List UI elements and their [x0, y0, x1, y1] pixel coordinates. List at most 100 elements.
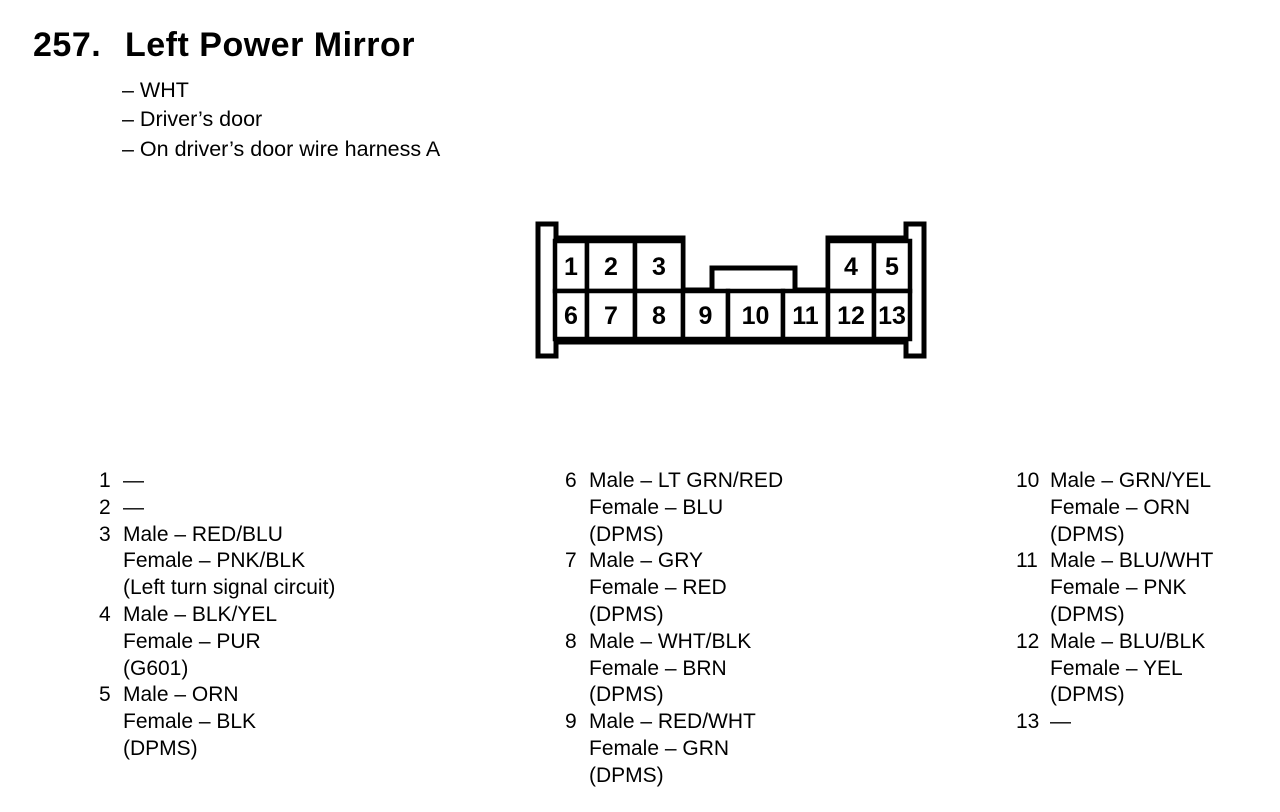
connector-pin-number: 9	[699, 302, 713, 330]
pin-detail-number: 8	[565, 629, 577, 653]
pin-detail-number: 9	[565, 710, 577, 734]
connector-pin-number: 6	[564, 302, 578, 330]
connector-pin-number: 5	[885, 253, 899, 281]
pin-detail-number: 2	[99, 495, 111, 519]
pin-detail-row: (G601)	[99, 656, 335, 683]
pin-detail-text: Female – ORN	[1050, 495, 1191, 519]
pin-detail-row: 1—	[99, 468, 335, 495]
pin-detail-number	[1016, 495, 1050, 522]
pin-detail-row: 12 Male – BLU/BLK	[1016, 629, 1213, 656]
pin-detail-text: (DPMS)	[1050, 683, 1125, 707]
pin-detail-text: (DPMS)	[589, 602, 664, 626]
pin-detail-number	[565, 656, 589, 683]
page-title: Left Power Mirror	[125, 26, 415, 64]
pin-detail-text: Male – BLK/YEL	[123, 602, 278, 626]
pin-detail-number	[565, 575, 589, 602]
pin-detail-row: (DPMS)	[1016, 682, 1213, 709]
pin-detail-text: Male – GRY	[589, 549, 703, 573]
pin-detail-row: Female – RED	[565, 575, 783, 602]
pin-detail-text: Male – BLU/BLK	[1050, 629, 1206, 653]
pin-detail-number	[565, 682, 589, 709]
pin-detail-text: Female – GRN	[589, 736, 730, 760]
connector-pin-box	[632, 238, 686, 294]
connector-pin-number: 3	[652, 253, 666, 281]
pin-detail-text: Male – WHT/BLK	[589, 629, 752, 653]
pin-detail-number	[565, 522, 589, 549]
pin-detail-row: Female – BLU	[565, 495, 783, 522]
pin-detail-text: (DPMS)	[589, 522, 664, 546]
connector-pin-number: 8	[652, 302, 666, 330]
pin-detail-row: Female – PUR	[99, 629, 335, 656]
pin-detail-number	[1016, 682, 1050, 709]
pin-detail-row: 4 Male – BLK/YEL	[99, 602, 335, 629]
pin-detail-row: (DPMS)	[565, 682, 783, 709]
pin-detail-row: Female – BLK	[99, 709, 335, 736]
pin-detail-text: —	[1050, 710, 1071, 734]
pin-detail-number	[565, 763, 589, 790]
connector-pin-number: 12	[837, 302, 865, 330]
note-line: – WHT	[122, 78, 189, 102]
pin-detail-text: Female – PNK	[1050, 576, 1187, 600]
pin-detail-text: Male – RED/BLU	[123, 522, 283, 546]
pin-detail-row: (DPMS)	[1016, 522, 1213, 549]
pin-detail-row: (DPMS)	[565, 602, 783, 629]
pin-detail-row: Female – ORN	[1016, 495, 1213, 522]
pin-detail-number	[1016, 575, 1050, 602]
connector-pin-number: 13	[878, 302, 906, 330]
pin-detail-text: Female – BLK	[123, 710, 257, 734]
pin-detail-text: (DPMS)	[589, 683, 664, 707]
pin-detail-text: Female – PNK/BLK	[123, 549, 306, 573]
note-list: – WHT – Driver’s door – On driver’s door w…	[122, 76, 440, 164]
pin-detail-row: (DPMS)	[565, 763, 783, 790]
pin-detail-number	[99, 548, 123, 575]
pin-detail-row: Female – PNK	[1016, 575, 1213, 602]
pin-detail-number	[99, 736, 123, 763]
pin-detail-number: 1	[99, 469, 111, 492]
pin-detail-number: 12	[1016, 629, 1040, 653]
pin-detail-number	[565, 602, 589, 629]
pin-detail-row: 2—	[99, 495, 335, 522]
pin-detail-row: 9 Male – RED/WHT	[565, 709, 783, 736]
pin-detail-text: Female – YEL	[1050, 656, 1183, 680]
connector-pin-number: 1	[564, 253, 578, 281]
pin-detail-text: (DPMS)	[123, 736, 198, 760]
pin-detail-text: (DPMS)	[589, 763, 664, 787]
pin-detail-row: (DPMS)	[1016, 602, 1213, 629]
pin-detail-number: 4	[99, 602, 111, 626]
connector-pin-box	[632, 288, 686, 342]
pin-detail-number	[99, 656, 123, 683]
pin-detail-row: 13—	[1016, 709, 1213, 736]
connector-pin-box	[584, 288, 638, 342]
pin-detail-text: —	[123, 495, 144, 519]
pin-detail-number: 11	[1016, 549, 1038, 573]
pin-detail-number: 6	[565, 469, 577, 492]
connector-pin-number: 10	[742, 302, 770, 330]
pin-detail-number: 10	[1016, 469, 1040, 492]
pin-detail-row: Female – YEL	[1016, 656, 1213, 683]
pin-detail-text: (G601)	[123, 656, 189, 680]
pin-detail-text: Female – BRN	[589, 656, 727, 680]
connector-pin-number: 2	[604, 253, 618, 281]
pin-detail-text: Male – ORN	[123, 683, 239, 707]
note-line: – Driver’s door	[122, 107, 263, 132]
pin-detail-number	[1016, 656, 1050, 683]
pin-detail-row: (DPMS)	[99, 736, 335, 763]
connector-pin-box	[680, 288, 731, 342]
note-line: – On driver’s door wire harness A	[122, 136, 441, 161]
connector-pin-number: 7	[604, 302, 618, 330]
section-number: 257.	[33, 26, 102, 64]
pin-detail-row: (Left turn signal circuit)	[99, 575, 335, 602]
pin-detail-number	[1016, 522, 1050, 549]
pin-detail-text: Male – RED/WHT	[589, 710, 756, 734]
pin-detail-text: (Left turn signal circuit)	[123, 576, 336, 600]
pin-detail-number	[565, 495, 589, 522]
